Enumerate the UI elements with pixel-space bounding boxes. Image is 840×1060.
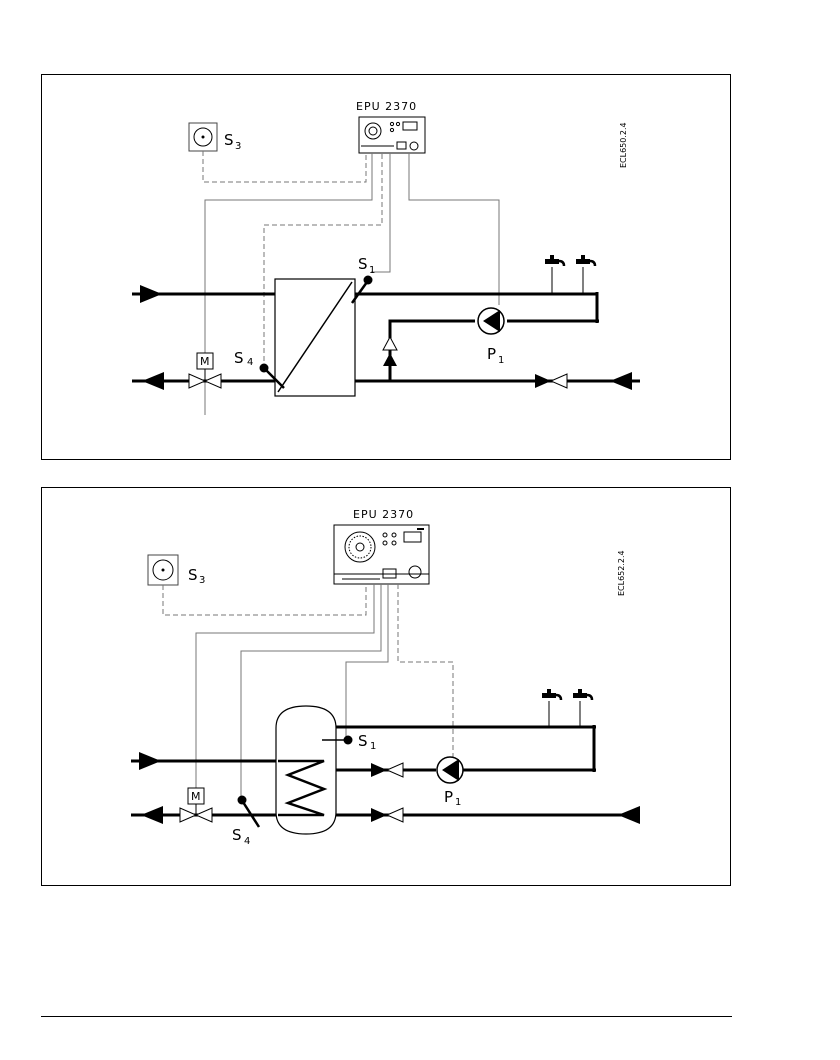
room-sensor-s3: S 3 xyxy=(148,555,205,586)
s3-label: S xyxy=(224,131,234,149)
s4-subscript: 4 xyxy=(247,357,253,368)
controller-label: EPU 2370 xyxy=(353,508,414,521)
storage-tank xyxy=(276,706,336,834)
s4-subscript: 4 xyxy=(244,836,250,847)
p1-label: P xyxy=(444,788,453,806)
flow-return-arrow xyxy=(610,372,632,390)
flow-in-arrow xyxy=(139,752,161,770)
room-sensor-s3: S 3 xyxy=(189,123,241,152)
s4-label: S xyxy=(234,349,244,367)
s4-label: S xyxy=(232,826,242,844)
shutoff-valve xyxy=(535,374,567,388)
plate-heat-exchanger xyxy=(275,279,355,396)
shutoff-valve xyxy=(371,763,403,777)
controller-label: EPU 2370 xyxy=(356,100,417,113)
diagram-1-canvas: EPU 2370 S 3 ECL650.2.4 xyxy=(42,75,732,461)
epu-controller: EPU 2370 xyxy=(334,508,429,584)
tap-icon xyxy=(573,689,592,700)
sensor-s4: S 4 xyxy=(232,796,259,848)
motorized-valve: M xyxy=(180,788,212,822)
motor-label: M xyxy=(191,790,201,803)
flow-return-arrow xyxy=(618,806,640,824)
s3-label: S xyxy=(188,566,198,584)
flow-in-arrow xyxy=(140,285,162,303)
footer-rule xyxy=(41,1016,732,1017)
flow-out-arrow xyxy=(142,372,164,390)
tap-icon xyxy=(545,255,564,266)
diagram-2-canvas: EPU 2370 S 3 ECL652.2.4 xyxy=(42,488,732,887)
diagram-code: ECL650.2.4 xyxy=(619,122,628,168)
s1-subscript: 1 xyxy=(369,265,375,276)
flow-out-arrow xyxy=(141,806,163,824)
shutoff-valve xyxy=(371,808,403,822)
p1-subscript: 1 xyxy=(455,797,461,808)
s1-label: S xyxy=(358,255,368,273)
s1-subscript: 1 xyxy=(370,741,376,752)
pump-p1: P 1 xyxy=(437,757,463,808)
diagram-panel-1: EPU 2370 S 3 ECL650.2.4 xyxy=(41,74,731,460)
epu-controller: EPU 2370 xyxy=(356,100,425,153)
p1-subscript: 1 xyxy=(498,355,504,366)
s1-label: S xyxy=(358,732,368,750)
s3-subscript: 3 xyxy=(235,141,241,152)
tap-icon xyxy=(576,255,595,266)
diagram-code: ECL652.2.4 xyxy=(617,550,626,596)
pump-p1: P 1 xyxy=(478,308,504,366)
p1-label: P xyxy=(487,345,496,363)
tap-icon xyxy=(542,689,561,700)
motor-label: M xyxy=(200,355,210,368)
s3-subscript: 3 xyxy=(199,575,205,586)
diagram-panel-2: EPU 2370 S 3 ECL652.2.4 xyxy=(41,487,731,886)
